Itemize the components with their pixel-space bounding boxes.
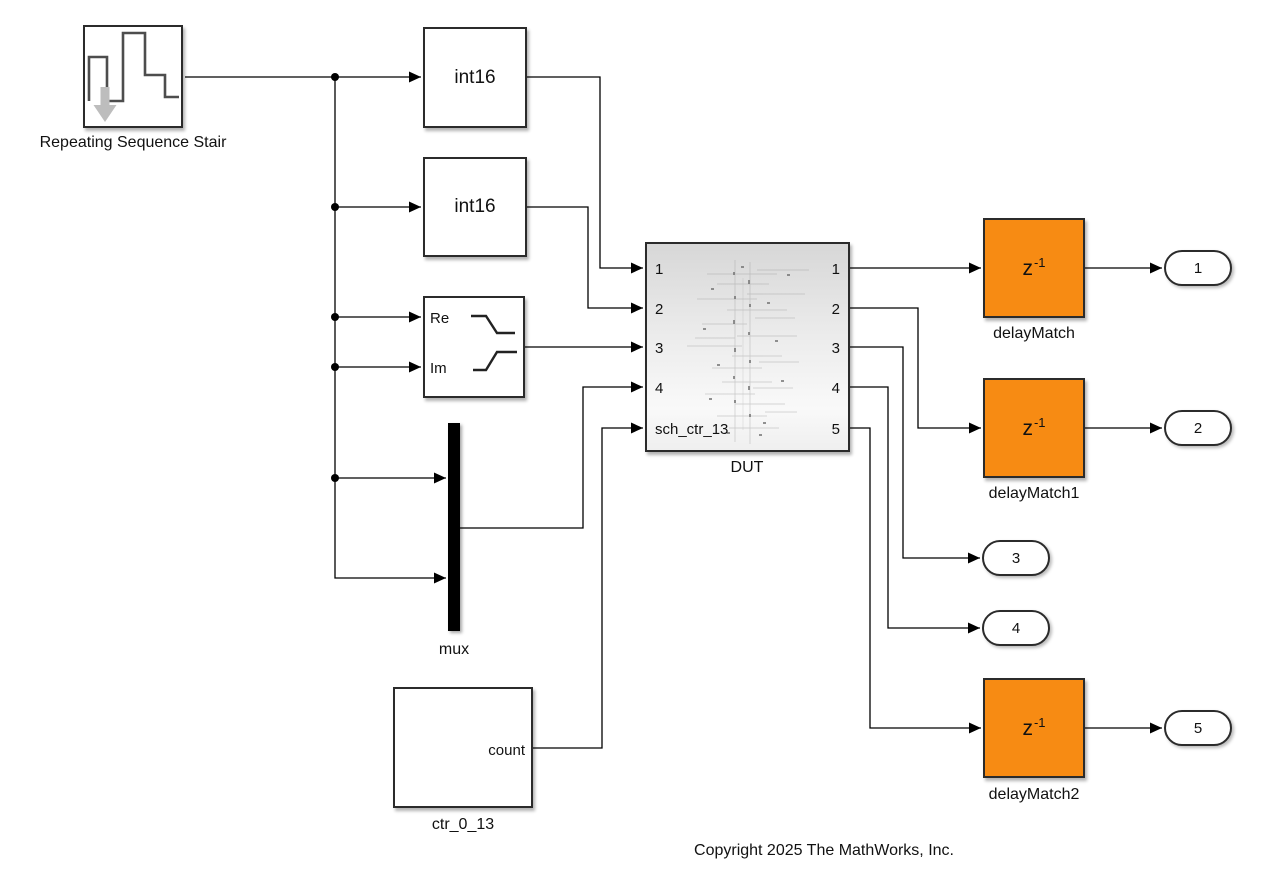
outport-1[interactable]: 1 [1164,250,1232,286]
copyright-annotation: Copyright 2025 The MathWorks, Inc. [694,842,954,859]
delay-match-block-1[interactable]: z-1 [983,218,1085,318]
data-type-convert-block-1[interactable]: int16 [423,27,527,128]
convert1-text: int16 [454,66,496,88]
dut-label[interactable]: DUT [730,459,764,476]
mux-block[interactable] [448,423,460,631]
counter-label[interactable]: ctr_0_13 [431,816,495,833]
outport-2[interactable]: 2 [1164,410,1232,446]
dut-output-port-label: 5 [831,421,840,438]
dut-subsystem-block[interactable]: 1 2 3 4 sch_ctr_13 1 2 3 4 5 [645,242,850,452]
signal-wire[interactable] [850,386,980,634]
convert2-text: int16 [454,196,496,217]
signal-wire[interactable] [460,381,643,529]
signal-wire[interactable] [533,422,643,749]
data-type-convert-block-2[interactable]: int16 [423,157,527,257]
delay-match-block-3[interactable]: z-1 [983,678,1085,778]
branch-dot [331,203,339,211]
branch-dot [331,474,339,482]
delay-match-block-2[interactable]: z-1 [983,378,1085,478]
unit-delay-symbol: z-1 [1022,255,1046,280]
branch-dot [331,73,339,81]
unit-delay-symbol: z-1 [1022,415,1046,440]
dut-output-port-label: 3 [831,340,840,357]
unit-delay-symbol: z-1 [1022,715,1046,740]
real-imag-merge-icon [471,314,517,372]
repeating-sequence-stair-block[interactable] [83,25,183,128]
signal-wire[interactable] [850,427,981,734]
delay-match-2-label[interactable]: delayMatch1 [988,485,1080,502]
signal-wire[interactable] [850,346,980,564]
count-port-label: count [488,742,525,759]
repeating-sequence-stair-label[interactable]: Repeating Sequence Stair [39,134,227,151]
stair-waveform-icon [87,31,179,122]
dut-input-port-label: 4 [655,380,664,397]
dut-input-port-label: sch_ctr_13 [655,421,729,438]
branch-dot [331,363,339,371]
im-port-label: Im [430,360,447,377]
delay-match-3-label[interactable]: delayMatch2 [988,786,1080,803]
signal-wire[interactable] [527,206,643,314]
dut-input-port-label: 3 [655,340,664,357]
dut-input-port-label: 2 [655,301,664,318]
counter-block[interactable]: count [393,687,533,808]
outport-4[interactable]: 4 [982,610,1050,646]
branch-dot [331,313,339,321]
dut-input-port-label: 1 [655,261,664,278]
dut-output-port-label: 2 [831,301,840,318]
delay-match-1-label[interactable]: delayMatch [993,325,1075,342]
re-port-label: Re [430,310,450,327]
real-imag-to-complex-block[interactable]: Re Im [423,296,525,398]
signal-wire[interactable] [527,76,643,274]
dut-output-port-label: 1 [831,261,840,278]
outport-3[interactable]: 3 [982,540,1050,576]
outport-5[interactable]: 5 [1164,710,1232,746]
down-arrow-icon [93,87,117,122]
mux-label[interactable]: mux [438,641,470,658]
dut-contents-thumbnail [687,260,809,444]
dut-output-port-label: 4 [831,380,840,397]
signal-wire[interactable] [334,77,446,584]
signal-wire[interactable] [850,307,981,434]
